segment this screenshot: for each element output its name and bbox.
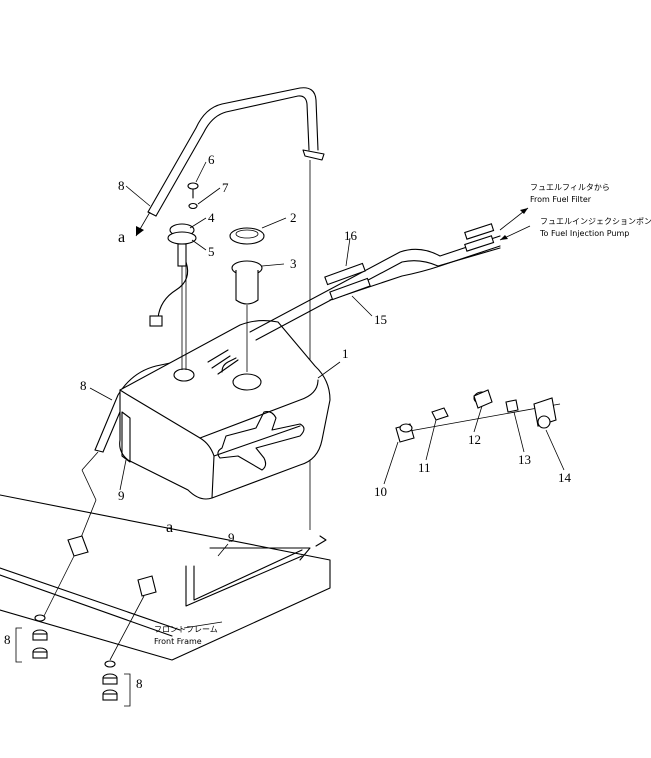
fuel-lines bbox=[249, 207, 531, 341]
callout-8-left: 8 bbox=[80, 378, 87, 393]
callout-labels: 1 2 3 4 5 6 7 8 8 8 8 9 9 10 11 12 13 14… bbox=[4, 152, 572, 691]
callout-14: 14 bbox=[558, 470, 572, 485]
callout-8-bottom-right: 8 bbox=[136, 676, 143, 691]
arrow-a-top bbox=[135, 211, 151, 237]
callout-8-bottom-left: 8 bbox=[4, 632, 11, 647]
callout-10: 10 bbox=[374, 484, 387, 499]
callout-15: 15 bbox=[374, 312, 387, 327]
callout-9-frame: 9 bbox=[228, 530, 235, 545]
callout-12: 12 bbox=[468, 432, 481, 447]
callout-5: 5 bbox=[208, 244, 215, 259]
callout-7: 7 bbox=[222, 180, 229, 195]
front-frame bbox=[0, 494, 331, 661]
strainer bbox=[231, 260, 263, 372]
callout-9-tank: 9 bbox=[118, 488, 125, 503]
bolt-washer bbox=[187, 182, 199, 210]
fuel-tank bbox=[119, 319, 331, 500]
callout-11: 11 bbox=[418, 460, 431, 475]
callout-1: 1 bbox=[342, 346, 349, 361]
callout-a-bottom: a bbox=[166, 519, 173, 536]
annotation-injection-pump-jp: フュエルインジェクションポンプへ bbox=[540, 217, 651, 226]
mount-brackets bbox=[41, 535, 157, 661]
callout-2: 2 bbox=[290, 210, 297, 225]
fittings bbox=[395, 389, 561, 443]
callout-8-top: 8 bbox=[118, 178, 125, 193]
filler-cap bbox=[229, 227, 265, 245]
annotation-injection-pump-en: To Fuel Injection Pump bbox=[539, 229, 629, 238]
nut-stack-right bbox=[102, 660, 131, 707]
callout-3: 3 bbox=[290, 256, 297, 271]
annotation-front-frame-jp: フロントフレーム bbox=[154, 625, 218, 634]
annotation-front-frame-en: Front Frame bbox=[154, 637, 202, 646]
upper-strap bbox=[147, 87, 325, 530]
callout-16: 16 bbox=[344, 228, 358, 243]
callout-13: 13 bbox=[518, 452, 531, 467]
annotation-fuel-filter-jp: フュエルフィルタから bbox=[530, 183, 610, 192]
callout-4: 4 bbox=[208, 210, 215, 225]
fuel-sender bbox=[149, 223, 197, 370]
callout-a-top: a bbox=[118, 229, 125, 246]
nut-stack-left bbox=[15, 614, 48, 663]
annotation-texts: フュエルフィルタから From Fuel Filter フュエルインジェクション… bbox=[154, 183, 651, 646]
callout-6: 6 bbox=[208, 152, 215, 167]
annotation-fuel-filter-en: From Fuel Filter bbox=[530, 195, 592, 204]
leader-lines bbox=[89, 161, 565, 629]
